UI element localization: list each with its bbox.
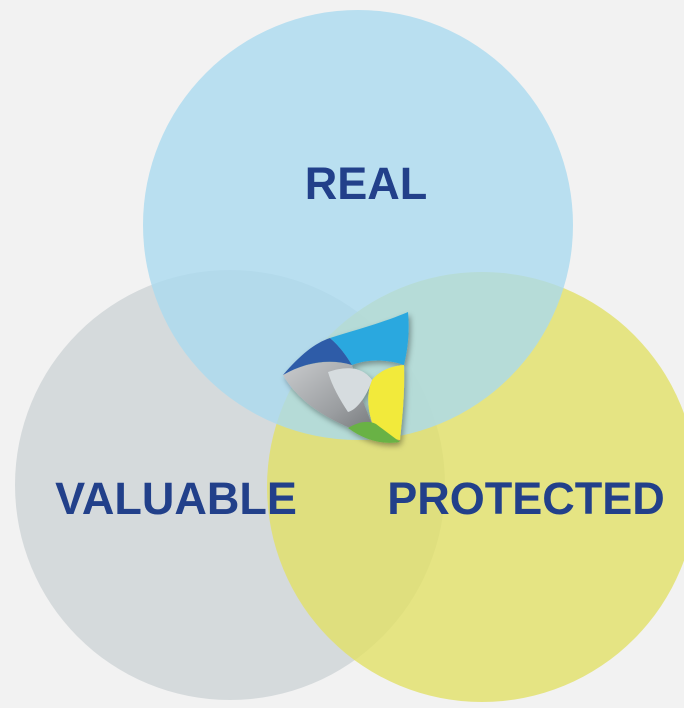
circle-real: [143, 10, 573, 440]
label-protected: PROTECTED: [387, 473, 665, 524]
label-real: REAL: [305, 158, 428, 209]
triangular-swirl-logo-icon: [283, 312, 409, 443]
label-valuable: VALUABLE: [55, 473, 297, 524]
